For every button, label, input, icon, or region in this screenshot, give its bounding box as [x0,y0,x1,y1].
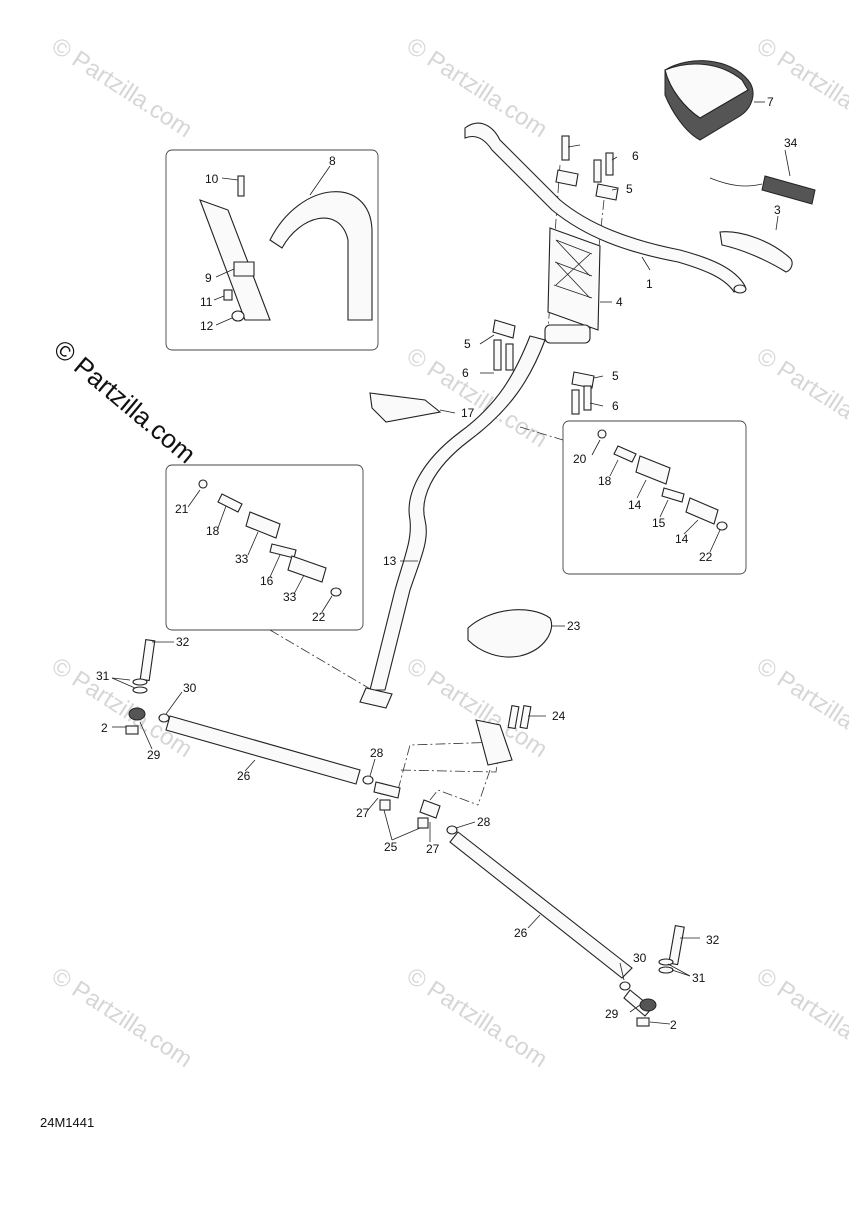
handlebar-pad-top [664,63,749,119]
callout-33: 33 [235,552,249,566]
inset-box-link-right [562,420,747,575]
callout-12: 12 [200,319,214,333]
grip [719,231,793,273]
callout-30: 30 [183,681,197,695]
callout-22: 22 [312,610,326,624]
watermark: © Partzilla.com [402,962,552,1073]
rod-end-parts [125,639,685,1027]
callout-28: 28 [477,815,491,829]
callout-14: 14 [628,498,642,512]
callout-29: 29 [605,1007,619,1021]
plate [369,392,442,423]
tie-rod-right [449,831,633,979]
steering-column [359,324,591,709]
inset-link-left-parts [198,479,342,597]
callout-28: 28 [370,746,384,760]
watermark-layer: © Partzilla.com © Partzilla.com © Partzi… [47,32,849,1073]
callout-5: 5 [464,337,471,351]
callout-34: 34 [784,136,798,150]
callout-17: 17 [461,406,475,420]
callout-6: 6 [632,149,639,163]
callout-13: 13 [383,554,397,568]
inset-box-link-left [165,464,364,631]
callout-2: 2 [670,1018,677,1032]
inset-box-grip [165,149,379,351]
assembly-line [519,426,564,441]
callout-18: 18 [206,524,220,538]
watermark: © Partzilla.com [47,32,197,143]
callout-16: 16 [260,574,274,588]
assembly-line [429,789,479,806]
callout-6: 6 [612,399,619,413]
callout-11: 11 [200,295,213,309]
diagram-code: 24M1441 [40,1115,94,1130]
callout-1: 1 [646,277,653,291]
assembly-line [547,164,561,331]
callout-30: 30 [633,951,647,965]
leader-lines [111,101,791,1025]
callout-25: 25 [384,840,398,854]
watermark: © Partzilla.com [47,962,197,1073]
bracket [475,719,513,766]
watermark: © Partzilla.com [47,652,197,763]
watermark: © Partzilla.com [752,962,849,1073]
tie-rod-left [165,715,361,785]
inset-link-right-parts [597,429,728,531]
callout-5: 5 [612,369,619,383]
callout-14: 14 [675,532,689,546]
side-watermark: © Partzilla.com [48,334,201,470]
callout-2: 2 [101,721,108,735]
callout-21: 21 [175,502,189,516]
callout-22: 22 [699,550,713,564]
watermark: © Partzilla.com [752,32,849,143]
cover [467,609,553,658]
heated-grip [761,175,816,205]
callout-4: 4 [616,295,623,309]
callout-5: 5 [626,182,633,196]
callout-3: 3 [774,203,781,217]
callout-31: 31 [692,971,706,985]
watermark: © Partzilla.com [752,342,849,453]
callout-31: 31 [96,669,110,683]
callout-27: 27 [426,842,440,856]
watermark: © Partzilla.com [752,652,849,763]
assembly-line [269,629,373,691]
callout-10: 10 [205,172,219,186]
callout-7: 7 [767,95,774,109]
callout-26: 26 [514,926,528,940]
callout-33: 33 [283,590,297,604]
callout-32: 32 [176,635,190,649]
callout-29: 29 [147,748,161,762]
inset-grip-parts [199,175,373,322]
handlebar [464,122,747,294]
assembly-line [477,769,491,806]
callout-18: 18 [598,474,612,488]
callout-24: 24 [552,709,566,723]
callout-27: 27 [356,806,370,820]
upper-clamps [492,135,619,415]
callout-8: 8 [329,154,336,168]
callout-6: 6 [462,366,469,380]
callout-23: 23 [567,619,581,633]
callout-32: 32 [706,933,720,947]
assembly-line [397,741,501,791]
riser-block [547,227,601,331]
callout-9: 9 [205,271,212,285]
callout-26: 26 [237,769,251,783]
callout-15: 15 [652,516,666,530]
callout-labels: 1 2 2 3 4 5 5 5 6 6 6 7 8 9 10 11 12 13 … [96,95,798,1032]
grip-wire [709,177,763,187]
callout-20: 20 [573,452,587,466]
